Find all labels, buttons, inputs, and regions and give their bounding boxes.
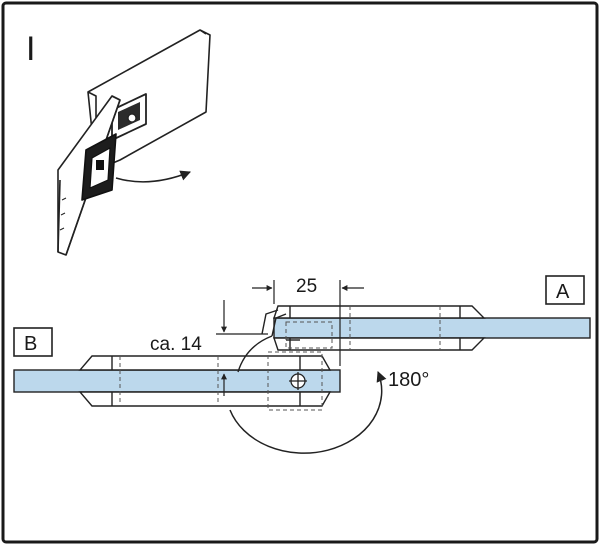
step-label: I (26, 30, 35, 68)
label-b-text: B (24, 333, 37, 355)
label-a-text: A (556, 281, 570, 303)
section-view: 25 ca. 14 180° (13, 276, 591, 454)
hinge-connector (237, 309, 300, 373)
rotation-label: 180° (388, 369, 429, 391)
rotation-arrow-sketch (115, 170, 191, 183)
dimension-width-label: 25 (296, 276, 317, 297)
label-b: B (13, 327, 53, 357)
screw-icon (127, 113, 137, 123)
pivot-screw-icon (289, 372, 307, 390)
upper-hinge-body (273, 305, 486, 351)
perspective-sketch (57, 29, 211, 256)
label-a: A (545, 275, 585, 305)
dimension-width (252, 280, 364, 366)
dimension-height (216, 300, 268, 396)
glass-pane-a (273, 317, 591, 339)
rotation-arc (229, 371, 387, 454)
dimension-height-label: ca. 14 (150, 334, 202, 355)
